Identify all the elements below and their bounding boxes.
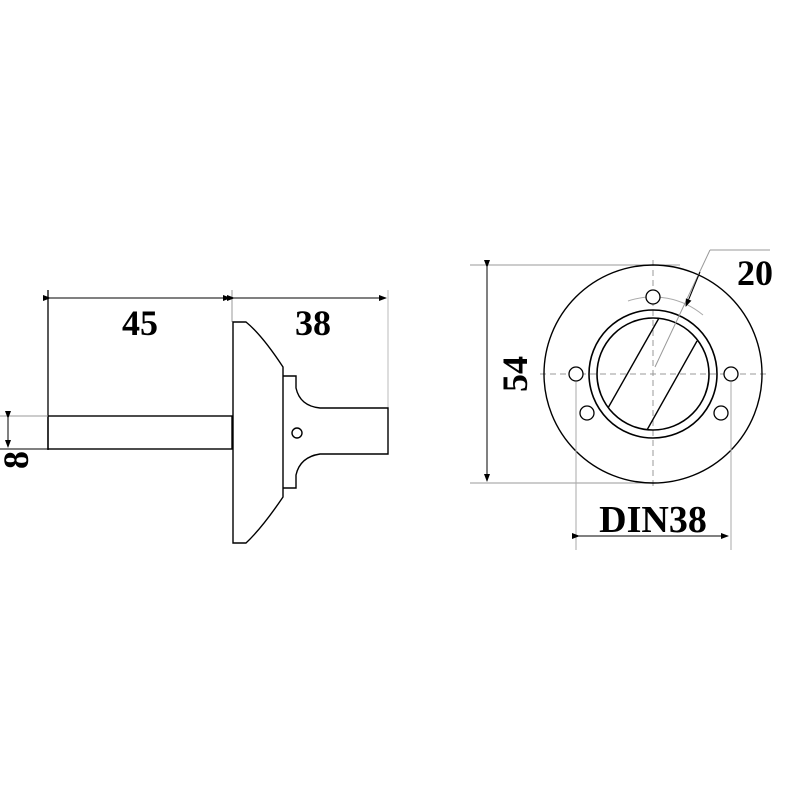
socket-inner-ring	[596, 317, 710, 431]
hub	[283, 375, 389, 489]
front-view: 20 54 DIN38	[470, 249, 773, 550]
mount-hole	[645, 289, 661, 305]
mount-hole	[723, 366, 739, 382]
mount-hole	[713, 405, 729, 421]
dim-label-38: 38	[295, 303, 331, 343]
dim-label-din38: DIN38	[599, 499, 707, 541]
flange-body	[232, 321, 284, 544]
mount-hole	[579, 405, 595, 421]
shaft	[47, 415, 233, 450]
dim-label-20: 20	[737, 253, 773, 293]
dim-label-45: 45	[122, 303, 158, 343]
mount-hole	[568, 366, 584, 382]
flange-outer-circle	[543, 264, 763, 484]
socket-outer-ring	[588, 309, 718, 439]
dim-label-8: 8	[0, 451, 36, 469]
dim-label-54: 54	[495, 356, 535, 392]
side-view: 45 38 8	[0, 290, 389, 544]
pin-hole	[291, 427, 303, 439]
